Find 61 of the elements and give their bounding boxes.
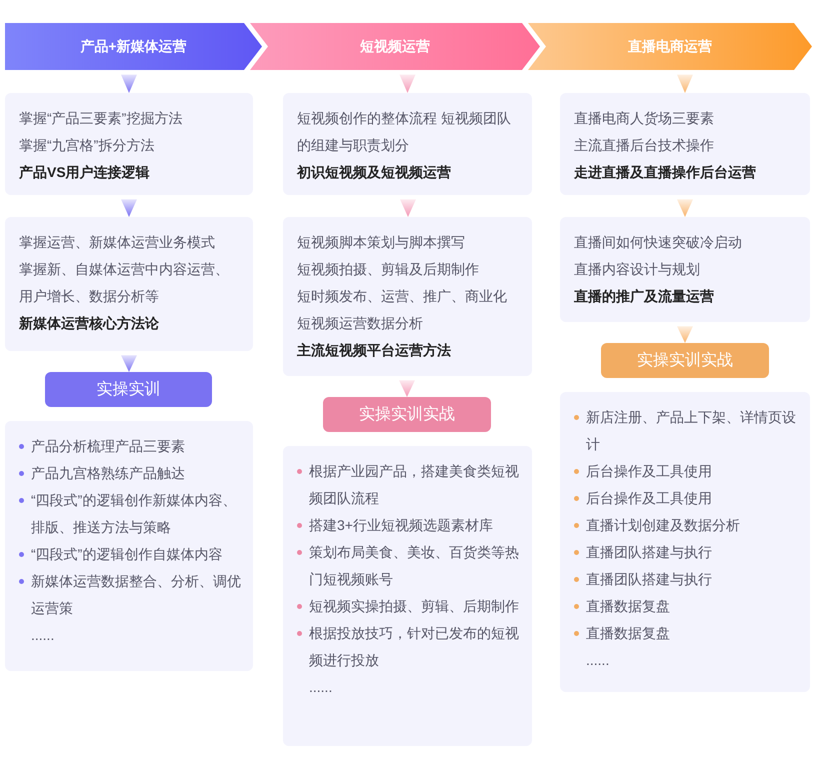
topic-text: 直播间如何快速突破冷启动	[574, 233, 743, 252]
topic-text: 掌握运营、新媒体运营业务模式	[19, 233, 216, 252]
topic-text: 短视频创作的整体流程 短视频团队的组建与职责划分	[297, 109, 512, 155]
module-summary: 初识短视频及短视频运营	[297, 163, 452, 182]
badge-label: 实操实训实战	[637, 350, 733, 371]
module-title: 短视频运营	[359, 37, 431, 56]
task-list-card	[560, 392, 810, 692]
module-summary: 直播的推广及流量运营	[574, 287, 715, 306]
module-summary: 走进直播及直播操作后台运营	[574, 163, 757, 182]
topic-text: 直播内容设计与规划	[574, 260, 701, 279]
module-summary: 产品VS用户连接逻辑	[19, 163, 151, 182]
topic-text: 直播数据复盘	[574, 620, 798, 647]
topic-text: 直播电商人货场三要素	[574, 109, 715, 128]
topic-text: 短时频发布、运营、推广、商业化	[297, 287, 508, 306]
module-card	[5, 93, 253, 195]
module-card	[283, 217, 532, 376]
module-card	[560, 217, 810, 322]
task-list-card	[5, 421, 253, 671]
practice-badge	[323, 397, 491, 432]
topic-text: 后台操作及工具使用	[574, 485, 798, 512]
ellipsis-text: ......	[585, 651, 610, 670]
topic-text: 直播团队搭建与执行	[574, 566, 798, 593]
module-card	[560, 93, 810, 195]
topic-text: 新店注册、产品上下架、详情页设计	[574, 404, 798, 458]
topic-text: 主流直播后台技术操作	[574, 136, 715, 155]
topic-text: 短视频拍摄、剪辑及后期制作	[297, 260, 480, 279]
topic-text: 后台操作及工具使用	[574, 458, 798, 485]
topic-text: 根据投放技巧，针对已发布的短视频进行投放	[297, 620, 520, 674]
topic-text: 掌握“产品三要素”挖掘方法	[19, 109, 184, 128]
topic-text: “四段式”的逻辑创作新媒体内容、排版、推送方法与策略	[19, 487, 241, 541]
task-list-card	[283, 446, 532, 746]
topic-text: 根据产业园产品，搭建美食类短视频团队流程	[297, 458, 520, 512]
topic-text: “四段式”的逻辑创作自媒体内容	[19, 541, 241, 568]
chevron-banner	[250, 23, 540, 70]
topic-text: 掌握新、自媒体运营中内容运营、用户增长、数据分析等	[19, 260, 230, 306]
badge-label: 实操实训	[96, 380, 160, 400]
topic-text: 短视频脚本策划与脚本撰写	[297, 233, 466, 252]
module-title: 直播电商运营	[627, 37, 713, 56]
module-summary: 主流短视频平台运营方法	[297, 341, 452, 360]
topic-text: 策划布局美食、美妆、百货类等热门短视频账号	[297, 539, 520, 593]
module-title: 产品+新媒体运营	[79, 37, 188, 56]
practice-badge	[45, 372, 212, 407]
topic-text: 短视频实操拍摄、剪辑、后期制作	[297, 593, 520, 620]
topic-text: 产品九宫格熟练产品触达	[19, 460, 241, 487]
topic-text: 产品分析梳理产品三要素	[19, 433, 241, 460]
ellipsis-text: ......	[308, 678, 334, 697]
module-summary: 新媒体运营核心方法论	[19, 314, 160, 333]
badge-label: 实操实训实战	[359, 404, 455, 425]
topic-text: 短视频运营数据分析	[297, 314, 424, 333]
module-card	[283, 93, 532, 195]
topic-text: 直播数据复盘	[574, 593, 798, 620]
topic-text: 搭建3+行业短视频选题素材库	[297, 512, 520, 539]
ellipsis-text: ......	[30, 626, 56, 645]
chevron-banner	[528, 23, 812, 70]
chevron-banner	[5, 23, 262, 70]
topic-text: 新媒体运营数据整合、分析、调优运营策	[19, 568, 241, 622]
practice-badge	[601, 343, 769, 378]
topic-text: 直播计划创建及数据分析	[574, 512, 798, 539]
module-card	[5, 217, 253, 351]
topic-text: 直播团队搭建与执行	[574, 539, 798, 566]
topic-text: 掌握“九宫格”拆分方法	[19, 136, 156, 155]
